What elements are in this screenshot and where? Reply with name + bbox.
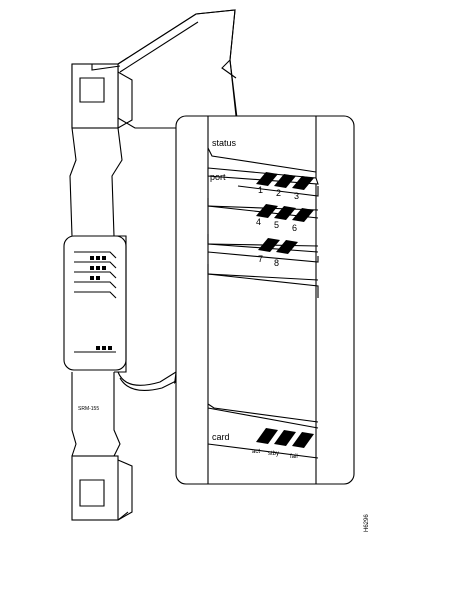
port-row-2: 4 5 6 (207, 198, 319, 233)
card-label: card (212, 432, 230, 442)
top-ejector-handle (71, 63, 133, 129)
port-5-led (274, 206, 296, 220)
port-row-3: 7 8 (207, 234, 319, 268)
port-1-led (256, 172, 278, 186)
card-row: card act stby fail (207, 403, 319, 460)
port-2-led (274, 174, 296, 188)
port-4-number: 4 (256, 217, 261, 227)
port-7-number: 7 (258, 254, 263, 264)
card-act-label: act (252, 449, 260, 455)
bottom-ejector-handle (71, 455, 133, 521)
card-act-led (256, 428, 278, 444)
faceplate-led-cluster (63, 235, 127, 371)
card-fail-led (292, 432, 314, 448)
port-7-led (258, 238, 280, 252)
port-2-number: 2 (276, 188, 281, 198)
module-side-panel (117, 9, 238, 129)
port-3-led (292, 176, 314, 190)
detail-panel (175, 115, 355, 485)
card-stby-led (274, 430, 296, 446)
port-3-number: 3 (294, 191, 299, 201)
port-8-number: 8 (274, 258, 279, 268)
port-label: port (210, 172, 226, 182)
port-4-led (256, 204, 278, 218)
status-label: status (212, 138, 237, 148)
port-row-1: port 1 2 3 (207, 167, 319, 201)
port-8-led (276, 240, 298, 254)
figure-id: H6296 (364, 514, 370, 532)
port-5-number: 5 (274, 220, 279, 230)
port-1-number: 1 (258, 185, 263, 195)
port-6-number: 6 (292, 223, 297, 233)
module-label: SRM-155 (78, 406, 99, 412)
card-fail-label: fail (290, 454, 298, 460)
card-stby-label: stby (268, 451, 279, 457)
port-6-led (292, 208, 314, 222)
